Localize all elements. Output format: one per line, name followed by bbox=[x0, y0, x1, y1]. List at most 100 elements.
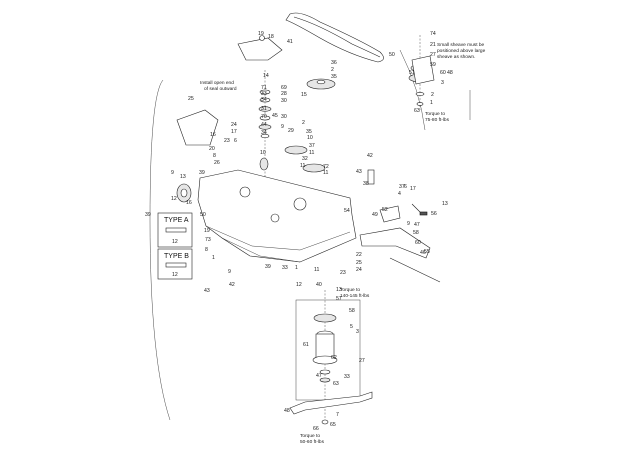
callout-number: 34 bbox=[261, 97, 267, 103]
callout-number: 19 bbox=[204, 228, 210, 234]
spindle-seal bbox=[258, 106, 272, 112]
seal-note-line-2: of seal outward bbox=[204, 86, 237, 92]
callout-number: 9 bbox=[171, 170, 174, 176]
callout-number: 55 bbox=[424, 249, 430, 255]
callout-number: 63 bbox=[414, 108, 420, 114]
callout-number: 29 bbox=[288, 128, 294, 134]
callout-number: 20 bbox=[209, 146, 215, 152]
callout-number: 12 bbox=[296, 282, 302, 288]
sheave-nut bbox=[416, 102, 424, 106]
type-a-box: TYPE A 12 bbox=[157, 212, 193, 248]
callout-number: 46 bbox=[420, 250, 426, 256]
callout-number: 37 bbox=[399, 184, 405, 190]
callout-number: 27 bbox=[359, 358, 365, 364]
callout-number: 9 bbox=[228, 269, 231, 275]
callout-number: 8 bbox=[213, 153, 216, 159]
callout-number: 32 bbox=[302, 156, 308, 162]
callout-number: 25 bbox=[356, 260, 362, 266]
drive-belt bbox=[285, 12, 384, 63]
spindle-bearing bbox=[259, 97, 271, 103]
callout-number: 72 bbox=[323, 164, 329, 170]
callout-number: 47 bbox=[414, 222, 420, 228]
type-a-label: 12 bbox=[172, 239, 178, 245]
callout-number: 31 bbox=[261, 106, 267, 112]
lift-pin bbox=[411, 203, 421, 213]
callout-number: 23 bbox=[224, 138, 230, 144]
callout-number: 33 bbox=[261, 91, 267, 97]
callout-number: 57 bbox=[336, 296, 342, 302]
callout-number: 50 bbox=[200, 212, 206, 218]
callout-number: 11 bbox=[309, 150, 314, 156]
callout-number: 49 bbox=[372, 212, 378, 218]
callout-number: 37 bbox=[309, 143, 315, 149]
deck-mount-left bbox=[239, 186, 251, 198]
callout-number: 3 bbox=[356, 329, 359, 335]
side-clip bbox=[367, 169, 375, 185]
spindle-nut bbox=[260, 133, 270, 139]
callout-number: 42 bbox=[229, 282, 235, 288]
spindle-housing-base bbox=[312, 355, 338, 365]
callout-number: 71 bbox=[261, 85, 267, 91]
callout-number: 13 bbox=[336, 287, 342, 293]
sheave-note-line-3: sheave as shown. bbox=[437, 54, 475, 60]
callout-number: 48 bbox=[447, 70, 453, 76]
torque-bottom-line-2: 50-60 ft-lbs bbox=[300, 439, 325, 445]
callout-number: 62 bbox=[331, 355, 337, 361]
callout-number: 22 bbox=[356, 252, 362, 258]
callout-number: 30 bbox=[281, 98, 287, 104]
callout-number: 17 bbox=[410, 186, 416, 192]
callout-number: 33 bbox=[344, 374, 350, 380]
callout-number: 39 bbox=[145, 212, 151, 218]
spindle-bearing-lower bbox=[258, 124, 272, 130]
callout-number: 69 bbox=[281, 85, 287, 91]
callout-number: 2 bbox=[331, 67, 334, 73]
callout-number: 27 bbox=[430, 52, 436, 58]
callout-number: 43 bbox=[356, 169, 362, 175]
sheave-note-line-2: positioned above large bbox=[437, 48, 486, 54]
callout-number: 54 bbox=[344, 208, 350, 214]
callout-number: 63 bbox=[333, 381, 339, 387]
callout-number: 24 bbox=[356, 267, 362, 273]
callout-number: 2 bbox=[431, 92, 434, 98]
callout-number: 52 bbox=[382, 207, 388, 213]
callout-number: 41 bbox=[287, 39, 293, 45]
callout-number: 1 bbox=[295, 265, 298, 271]
left-group-bracket bbox=[149, 79, 171, 421]
callout-number: 58 bbox=[349, 308, 355, 314]
callout-number: 58 bbox=[413, 230, 419, 236]
callout-number: 59 bbox=[430, 62, 436, 68]
callout-number: 36 bbox=[331, 60, 337, 66]
callout-number: 21 bbox=[430, 42, 436, 48]
callout-number: 56 bbox=[431, 211, 437, 217]
callout-number: 15 bbox=[301, 92, 307, 98]
type-b-label: 12 bbox=[172, 272, 178, 278]
callout-number: 70 bbox=[261, 114, 267, 120]
callout-number: 16 bbox=[210, 132, 216, 138]
callout-number: 25 bbox=[188, 96, 194, 102]
callout-number: 65 bbox=[330, 422, 336, 428]
callout-number: 23 bbox=[340, 270, 346, 276]
callout-number: 47 bbox=[316, 373, 322, 379]
callout-number: 45 bbox=[272, 113, 278, 119]
deck-rod bbox=[389, 257, 441, 283]
callout-number: 10 bbox=[307, 135, 313, 141]
torque-top-line-2: 75-80 ft-lbs bbox=[425, 117, 450, 123]
bolt-52 bbox=[419, 211, 428, 216]
callout-number: 61 bbox=[303, 342, 309, 348]
callout-number: 8 bbox=[205, 247, 208, 253]
type-b-title: TYPE B bbox=[164, 253, 189, 260]
callout-number: 3 bbox=[441, 80, 444, 86]
type-b-box: TYPE B 12 bbox=[157, 248, 193, 280]
callout-number: 74 bbox=[430, 31, 436, 37]
drive-belt-inner bbox=[293, 16, 381, 58]
callout-number: 39 bbox=[199, 170, 205, 176]
callout-number: 6 bbox=[404, 184, 407, 190]
right-group-bracket bbox=[399, 49, 426, 131]
callout-number: 14 bbox=[263, 73, 269, 79]
idler-pulley-upper bbox=[284, 145, 308, 155]
spindle-spacer bbox=[259, 115, 271, 121]
deck-mount-right bbox=[293, 197, 307, 211]
callout-number: 28 bbox=[281, 91, 287, 97]
torque-mid-line-1: Torque to bbox=[340, 287, 360, 293]
